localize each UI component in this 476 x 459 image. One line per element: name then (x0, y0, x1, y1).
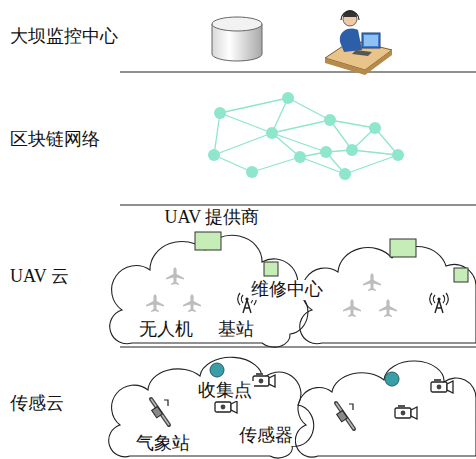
operator-icon (352, 50, 372, 56)
uav-icon (363, 273, 381, 291)
blockchain-node (392, 149, 404, 161)
uav-icon (146, 294, 164, 312)
repair-label: 维修中心 (249, 280, 325, 300)
blockchain-mesh (220, 98, 288, 113)
weather-station-icon (151, 399, 354, 429)
blockchain-node (208, 149, 220, 161)
layer-divider (120, 71, 476, 72)
blockchain-node (324, 114, 336, 126)
collection-point (210, 363, 224, 377)
layer-title: UAV 云 (0, 264, 69, 288)
sensor-cloud-layer: 传感云 (0, 347, 118, 459)
operator-icon (362, 33, 380, 48)
blockchain-node (266, 127, 278, 139)
weather-station-icon (336, 403, 354, 429)
weather-label: 气象站 (134, 434, 192, 454)
database-icon (212, 17, 262, 31)
layer-title: 传感云 (0, 391, 64, 415)
uav-icon (166, 267, 184, 285)
uav-cloud-layer: UAV 云 (0, 205, 118, 347)
weather-station-icon (151, 399, 169, 425)
blockchain-node (208, 92, 404, 180)
blockchain-node (246, 166, 258, 178)
cloud-outline (295, 361, 476, 457)
uav-icon (146, 267, 397, 317)
blockchain-node (282, 92, 294, 104)
base-station-label: 基站 (216, 320, 256, 340)
blockchain-mesh (214, 155, 252, 172)
blockchain-node (214, 107, 226, 119)
uav-icon (379, 299, 397, 317)
sensor-label: 传感器 (237, 426, 295, 446)
blockchain-node (369, 122, 381, 134)
database-icon (212, 17, 262, 61)
blockchain-mesh (252, 157, 300, 172)
blockchain-mesh (288, 98, 330, 120)
blockchain-mesh (214, 113, 220, 155)
blockchain-mesh (214, 133, 272, 155)
collection-label: 收集点 (196, 381, 254, 401)
blockchain-mesh (272, 133, 326, 152)
repair-center-box (264, 262, 468, 282)
operator-icon (325, 50, 392, 75)
sensor-camera-icon (253, 373, 275, 387)
sensor-camera-icon (431, 379, 453, 393)
blockchain-mesh (345, 155, 398, 174)
layer-divider (120, 72, 476, 347)
uav-label: 无人机 (137, 320, 195, 340)
layer-title: 大坝监控中心 (0, 24, 118, 48)
blockchain-mesh (352, 150, 398, 155)
operator-icon (341, 11, 359, 20)
operator-icon (325, 10, 392, 75)
repair-center-box (264, 262, 278, 276)
blockchain-mesh (220, 113, 272, 133)
blockchain-node (346, 144, 358, 156)
uav-provider-box (390, 239, 416, 257)
cloud-outline (109, 235, 476, 458)
uav-icon (343, 299, 361, 317)
blockchain-mesh (214, 98, 398, 174)
blockchain-mesh (272, 120, 330, 133)
blockchain-layer: 区块链网络 (0, 72, 118, 205)
blockchain-node (339, 168, 351, 180)
base-station-icon (430, 293, 449, 313)
operator-icon (340, 29, 362, 53)
uav-provider-box (195, 232, 221, 250)
monitoring-layer: 大坝监控中心 (0, 0, 118, 72)
blockchain-mesh (330, 120, 375, 128)
repair-center-box (454, 268, 468, 282)
blockchain-node (320, 146, 332, 158)
blockchain-node (294, 151, 306, 163)
operator-icon (364, 35, 378, 46)
layer-divider (120, 346, 476, 347)
uav-provider-box (195, 232, 416, 257)
sensor-camera-icon (395, 405, 417, 419)
collection-point (385, 372, 399, 386)
layer-divider (120, 204, 476, 205)
provider-label: UAV 提供商 (163, 208, 262, 228)
cloud-outline (300, 246, 476, 343)
sensor-camera-icon (215, 399, 237, 413)
cloud-outline (109, 357, 314, 458)
layer-title: 区块链网络 (0, 127, 100, 151)
uav-icon (183, 294, 201, 312)
